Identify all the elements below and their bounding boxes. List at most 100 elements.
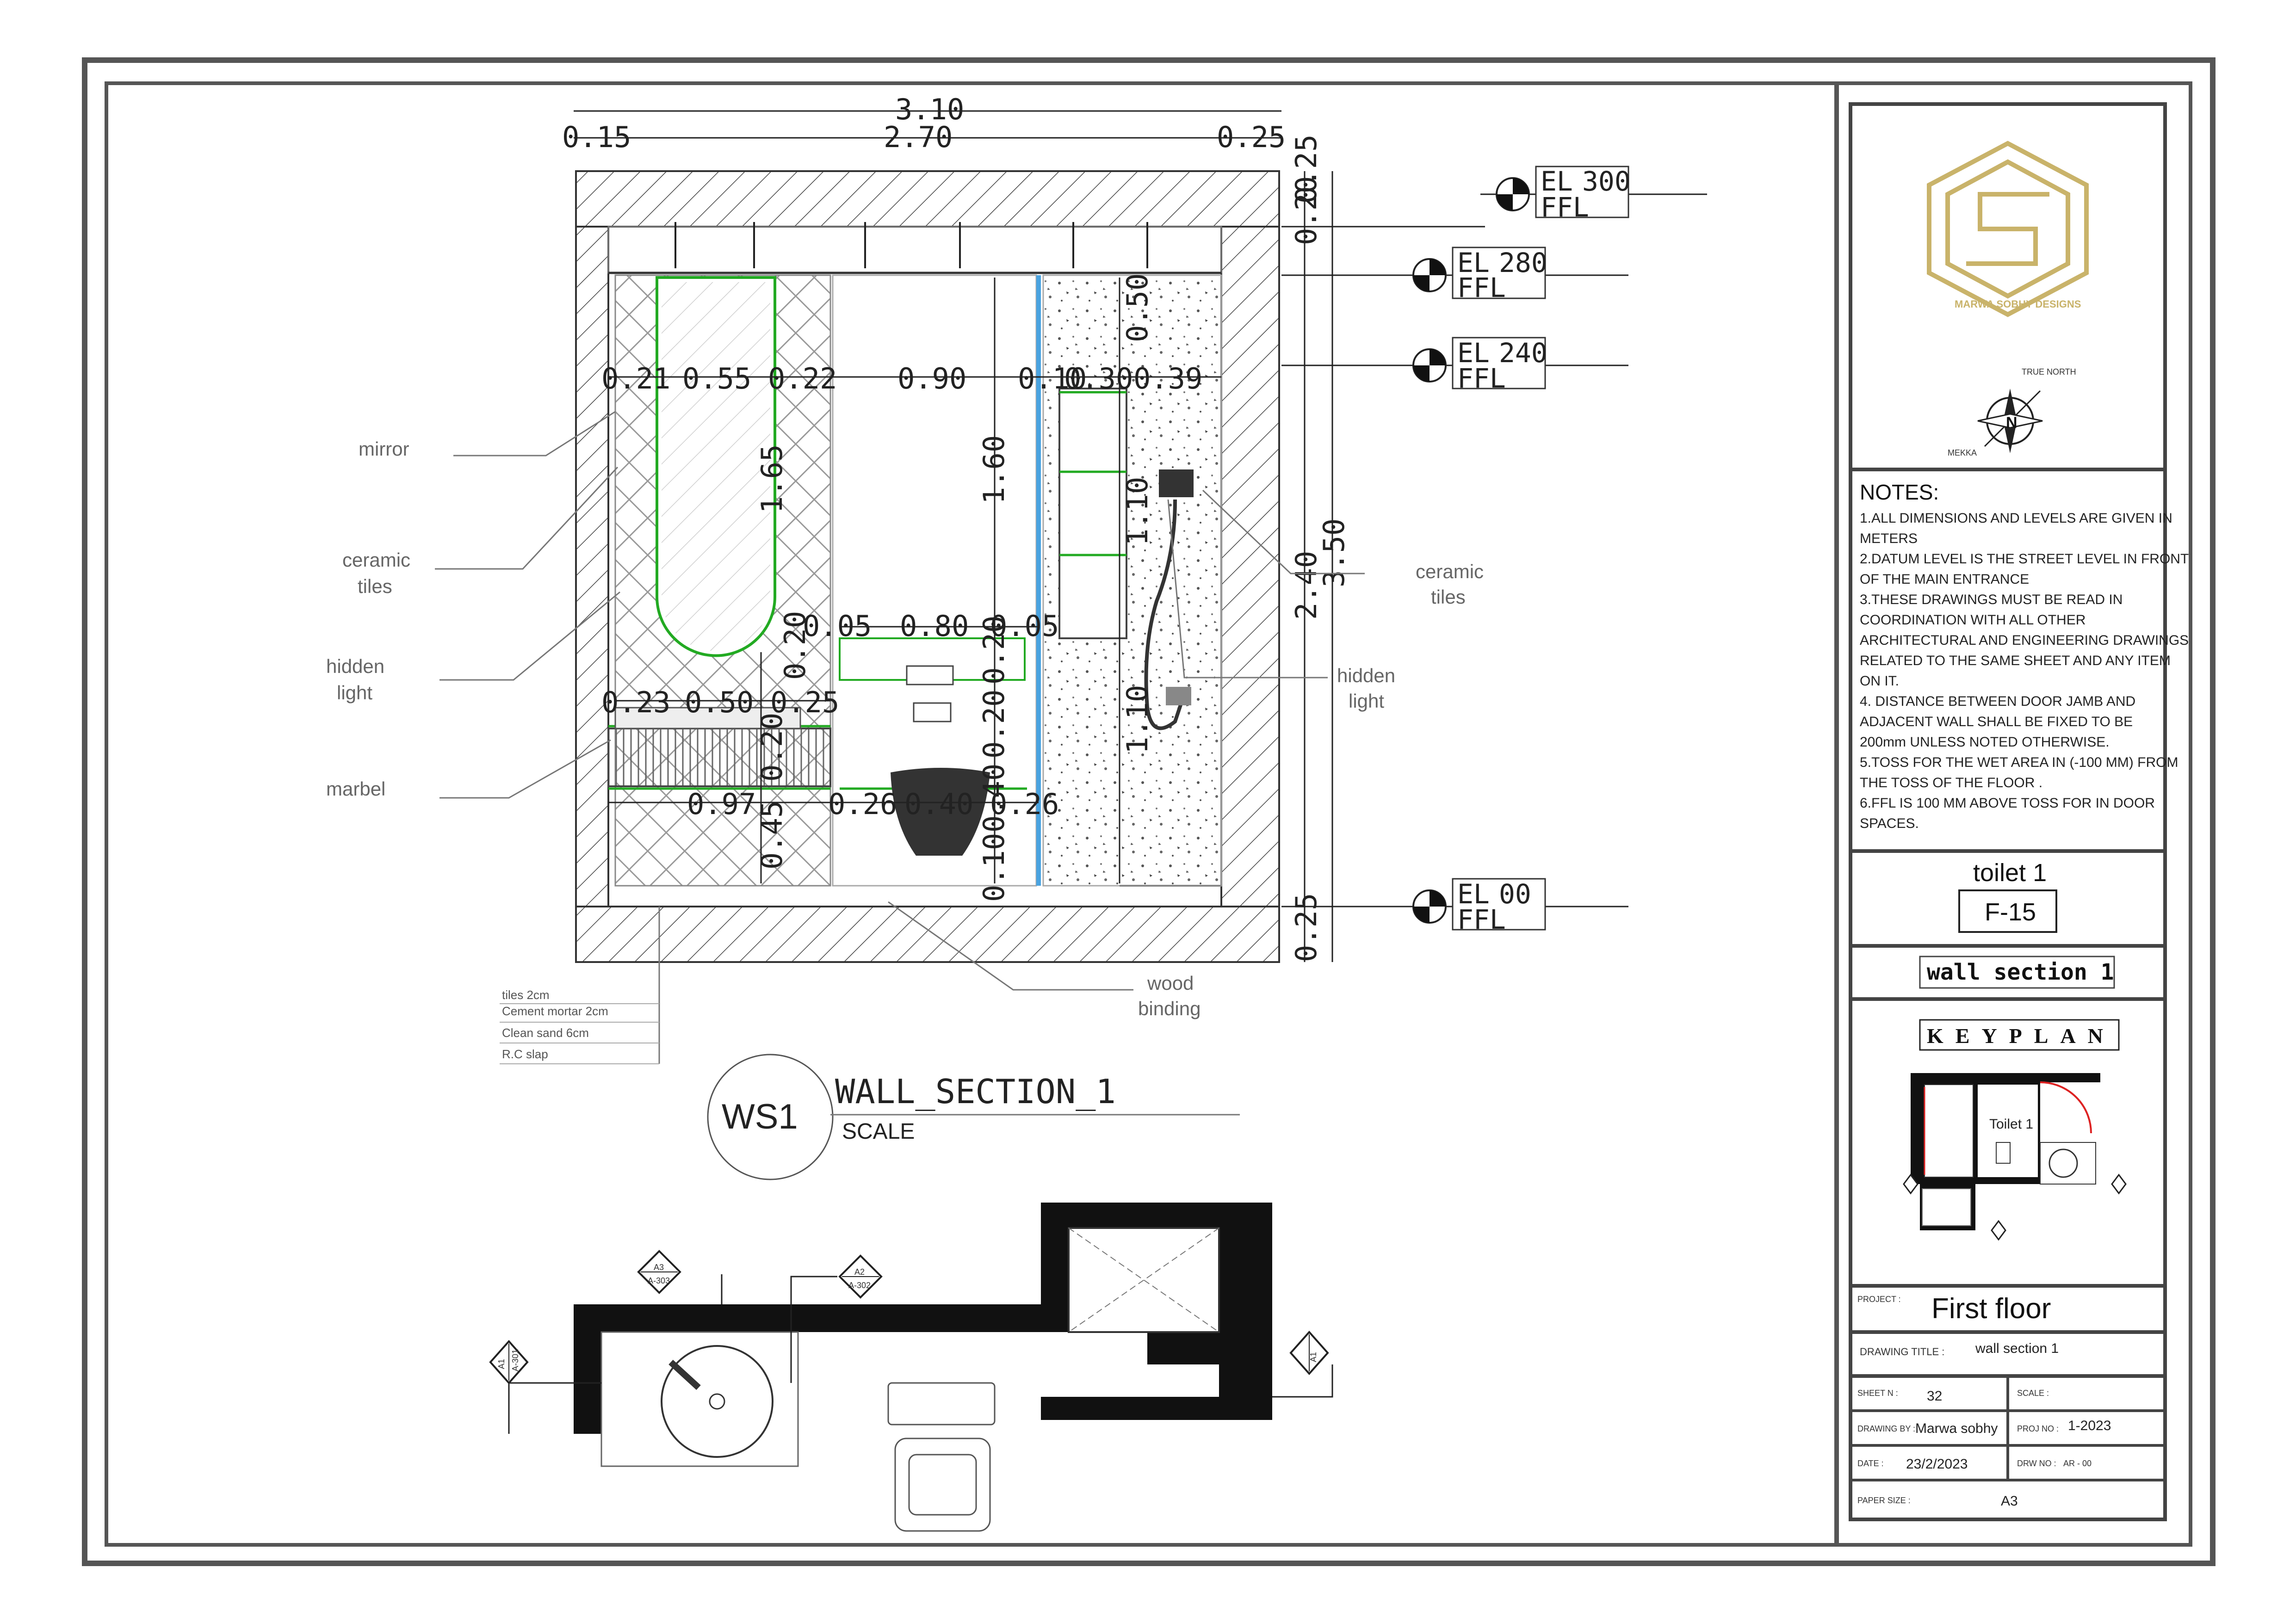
note-line: THE TOSS OF THE FLOOR . (1860, 775, 2042, 790)
keyplan-drawing (1903, 1073, 2127, 1241)
dim-i-21: 0.97 (687, 787, 756, 821)
outer-frame (82, 57, 2216, 1566)
dim-i-6: 0.39 (1133, 362, 1202, 395)
note-line: SPACES. (1860, 816, 1919, 831)
north-letter: N (2006, 414, 2018, 432)
dim-i-5: 0.30 (1064, 362, 1133, 395)
logo-icon (1927, 141, 2089, 317)
mark-a303: A-303 (648, 1276, 670, 1285)
label-ceramic-left-1: ceramic (342, 549, 410, 571)
plan-mark-a3: A3 A-303 (637, 1250, 681, 1294)
plan-mark-a2: A2 A-302 (838, 1254, 883, 1299)
dim-v-4: 0.25 (1289, 893, 1323, 962)
note-line: METERS (1860, 531, 1918, 546)
level-ref: FFL (1457, 904, 1506, 935)
dim-i-8: 1.65 (755, 444, 789, 513)
layer-slab: R.C slap (502, 1047, 548, 1061)
dim-i-9: 1.60 (977, 435, 1011, 504)
dim-i-2: 0.22 (768, 362, 837, 395)
sheet-n-label: SHEET N : (1857, 1388, 1898, 1398)
floor-layers: tiles 2cm Cement mortar 2cm Clean sand 6… (500, 907, 660, 1064)
level-240: EL 240 FFL (1281, 337, 1628, 394)
room-name: toilet 1 (1973, 859, 2047, 887)
dim-v-3: 3.50 (1317, 518, 1351, 587)
section-scale: SCALE (842, 1119, 915, 1144)
level-el: EL (1457, 337, 1490, 369)
floor-plan (508, 1203, 1333, 1532)
level-value: 00 (1499, 878, 1531, 910)
dim-i-4: 0.10 (1018, 362, 1087, 395)
level-value: 280 (1499, 247, 1547, 278)
mark-a1-right: A1 (1309, 1352, 1318, 1362)
note-line: ON IT. (1860, 673, 1899, 689)
mark-a2: A2 (854, 1267, 865, 1277)
plan-mark-a1-right: A1 (1289, 1330, 1329, 1376)
date: 23/2/2023 (1906, 1456, 1968, 1472)
dim-i-22: 0.26 (828, 787, 897, 821)
dim-i-15: 0.20 (977, 616, 1011, 685)
mark-a302: A-302 (848, 1281, 871, 1290)
label-mirror: mirror (359, 438, 409, 460)
dim-i-18: 0.25 (770, 685, 839, 719)
mark-a1: A1 (497, 1359, 506, 1369)
mark-a3: A3 (654, 1263, 664, 1272)
section-tag-circle (707, 1054, 834, 1180)
note-line: COORDINATION WITH ALL OTHER (1860, 612, 2086, 628)
label-hidden-left-2: light (337, 682, 372, 704)
sheet-n: 32 (1927, 1388, 1942, 1404)
note-line: 6.FFL IS 100 MM ABOVE TOSS FOR IN DOOR (1860, 796, 2155, 811)
dim-i-3: 0.90 (897, 362, 966, 395)
label-ceramic-right-1: ceramic (1416, 561, 1484, 582)
note-line: 200mm UNLESS NOTED OTHERWISE. (1860, 734, 2110, 750)
level-300: EL 300 FFL (1281, 166, 1707, 228)
label-ceramic-left-2: tiles (358, 575, 392, 597)
level-00: EL 00 FFL (1281, 878, 1628, 935)
level-el: EL (1541, 166, 1573, 197)
dim-i-0: 0.21 (601, 362, 670, 395)
dim-i-28: 1.10 (1120, 685, 1154, 754)
label-marbel: marbel (326, 778, 385, 800)
label-binding: binding (1138, 998, 1201, 1019)
dim-right-wall: 0.25 (1217, 120, 1286, 154)
dim-overall: 3.10 (895, 93, 964, 126)
layer-mortar: Cement mortar 2cm (502, 1004, 608, 1018)
note-line: RELATED TO THE SAME SHEET AND ANY ITEM (1860, 653, 2171, 668)
dim-i-19: 0.20 (755, 713, 789, 782)
dim-v-0: 0.20 (1289, 176, 1323, 245)
note-line: ARCHITECTURAL AND ENGINEERING DRAWINGS (1860, 633, 2189, 648)
dim-i-13: 0.05 (990, 609, 1059, 643)
notes-title: NOTES: (1860, 480, 1939, 504)
drw-no: AR - 00 (2063, 1459, 2092, 1468)
drawing-by-label: DRAWING BY : (1857, 1424, 1915, 1433)
keyplan-title: KEYPLAN (1927, 1024, 2115, 1048)
dim-i-16: 0.23 (601, 685, 670, 719)
title-block: MARWA SOBHY DESIGNS N TRUE NORTH MEKKA N… (1849, 102, 2189, 1521)
level-ref: FFL (1457, 272, 1506, 303)
project-label: PROJECT : (1857, 1295, 1901, 1304)
dim-i-7: 0.50 (1120, 273, 1154, 342)
note-line: 3.THESE DRAWINGS MUST BE READ IN (1860, 592, 2123, 607)
dim-room-width: 2.70 (884, 120, 953, 154)
label-hidden-right-1: hidden (1337, 665, 1395, 686)
note-line: 1.ALL DIMENSIONS AND LEVELS ARE GIVEN IN (1860, 511, 2172, 526)
drawing-title: wall section 1 (1975, 1341, 2059, 1356)
drawing-by: Marwa sobhy (1915, 1421, 1998, 1436)
dim-left-wall: 0.15 (562, 120, 631, 154)
plan-mark-a1-left: A1 A-301 (489, 1339, 529, 1385)
section-title: WALL_SECTION_1 (835, 1072, 1116, 1111)
dim-i-26: 0.10 (977, 833, 1011, 902)
proj-no-label: PROJ NO : (2017, 1424, 2059, 1433)
note-line: ADJACENT WALL SHALL BE FIXED TO BE (1860, 714, 2133, 729)
dim-i-14: 0.20 (778, 611, 812, 680)
inner-frame (105, 81, 2192, 1547)
layer-sand: Clean sand 6cm (502, 1026, 589, 1040)
dim-i-20: 0.20 (977, 690, 1011, 759)
true-north: TRUE NORTH (2022, 367, 2076, 376)
proj-no: 1-2023 (2068, 1418, 2111, 1433)
label-hidden-left-1: hidden (326, 655, 384, 677)
dim-i-12: 0.80 (900, 609, 969, 643)
paper-size: A3 (2001, 1493, 2018, 1509)
note-line: 5.TOSS FOR THE WET AREA IN (-100 MM) FRO… (1860, 755, 2178, 770)
project-name: First floor (1931, 1293, 2051, 1325)
